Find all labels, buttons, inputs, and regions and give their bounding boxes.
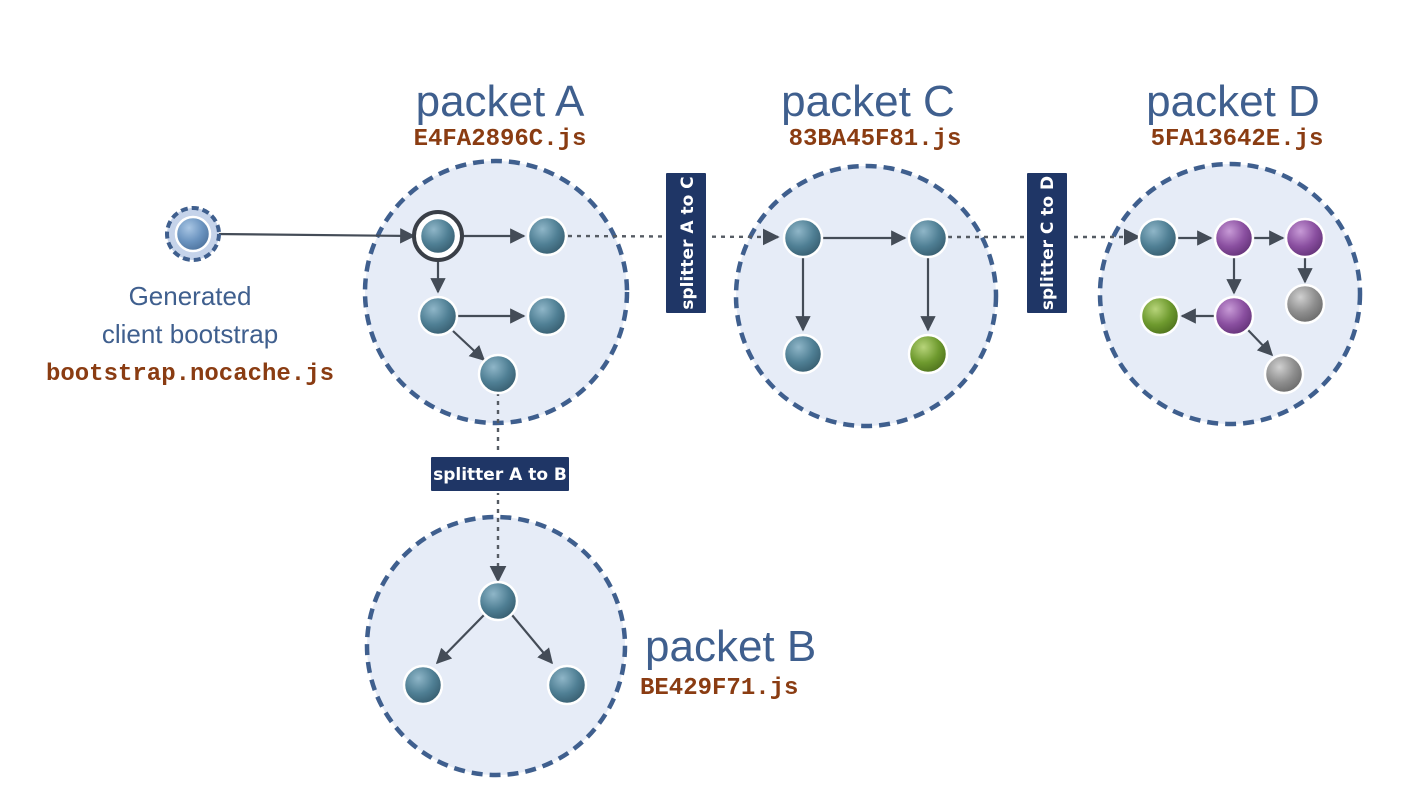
packet-a-node <box>526 215 568 257</box>
packet-b-node <box>546 664 588 706</box>
bootstrap-node <box>174 215 212 253</box>
packet-c-circle <box>733 163 999 429</box>
packet-b-circle <box>364 514 628 778</box>
packet-d-node-purple <box>1213 217 1255 259</box>
splitter-c-to-d-label: splitter C to D <box>1038 176 1058 310</box>
splitter-a-to-c-label: splitter A to C <box>678 176 698 309</box>
packet-a-edges <box>430 228 526 362</box>
bootstrap-label-line2: client bootstrap <box>102 319 278 349</box>
packet-c-node-green <box>907 333 949 375</box>
bootstrap-label-line1: Generated <box>129 281 252 311</box>
packet-b-file: BE429F71.js <box>640 675 798 702</box>
packet-b-node <box>477 580 519 622</box>
packet-d-edges <box>1176 230 1313 357</box>
packet-d-node-gray <box>1284 283 1326 325</box>
packet-a-entry-node <box>418 216 458 256</box>
splitter-a-to-b: splitter A to B <box>429 455 571 493</box>
packet-d-node-purple <box>1284 217 1326 259</box>
packet-a-file: E4FA2896C.js <box>414 126 587 153</box>
packet-c-node <box>782 217 824 259</box>
packet-a-node <box>477 353 519 395</box>
packet-d-file: 5FA13642E.js <box>1151 126 1324 153</box>
packet-a-title: packet A <box>416 77 585 126</box>
packet-d-node-gray <box>1263 353 1305 395</box>
packet-d-node-green <box>1139 295 1181 337</box>
packet-c-node <box>907 217 949 259</box>
packet-a-node <box>417 295 459 337</box>
packet-d-title: packet D <box>1146 77 1320 126</box>
packet-b-title: packet B <box>645 622 816 671</box>
packet-c-node <box>782 333 824 375</box>
splitter-c-to-d: splitter C to D <box>1025 171 1069 315</box>
packet-c-edges <box>795 230 936 332</box>
packet-c-title: packet C <box>781 77 955 126</box>
packet-b-node <box>402 664 444 706</box>
bootstrap-edge <box>214 228 416 244</box>
packet-a-node <box>526 295 568 337</box>
packet-d-node-purple <box>1213 295 1255 337</box>
bootstrap-file: bootstrap.nocache.js <box>46 361 334 388</box>
splitter-a-to-c: splitter A to C <box>664 171 708 315</box>
packet-d-node <box>1137 217 1179 259</box>
splitter-a-to-b-label: splitter A to B <box>433 465 567 485</box>
packet-b-edges <box>435 614 553 665</box>
packet-c-file: 83BA45F81.js <box>789 126 962 153</box>
